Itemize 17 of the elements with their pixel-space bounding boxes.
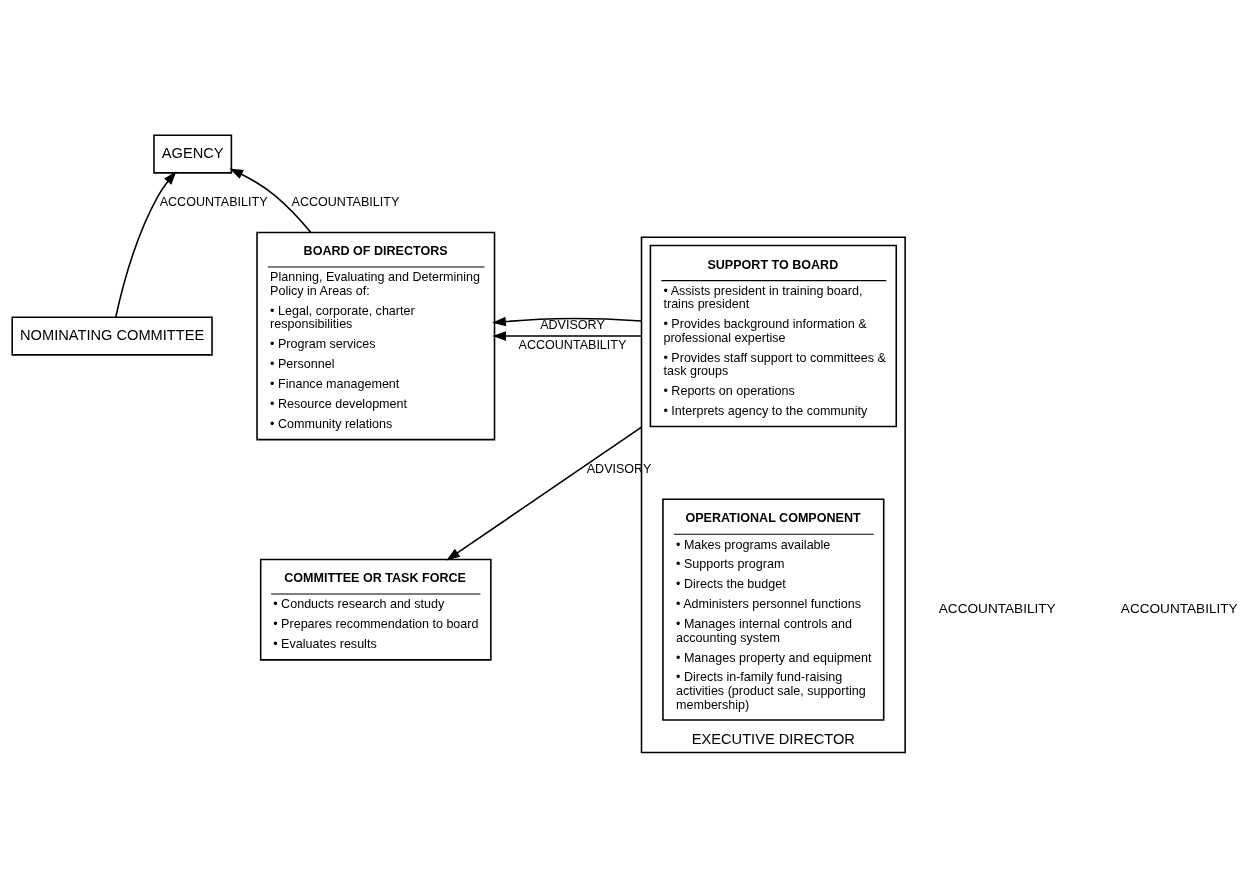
label: ACCOUNTABILITY — [938, 600, 1056, 616]
node-box: COMMITTEE OR TASK FORCE • Conducts research and study • Prepares recommendation to board • Evaluates results — [259, 558, 492, 661]
edge-label: ACCOUNTABILITY — [518, 337, 627, 352]
node-box: NOMINATING COMMITTEE — [11, 315, 213, 356]
edge-label: ACCOUNTABILITY — [291, 194, 400, 209]
label: ACCOUNTABILITY — [1120, 600, 1238, 616]
arrow — [446, 425, 643, 560]
node-box: SUPPORT TO BOARD • Assists president in training board, trains president • Provides background information & professional expertise • Provides staff support to committees & task groups • Reports on operations • Interprets agency to the community — [649, 244, 898, 427]
arrow — [492, 330, 643, 341]
edge-label: ADVISORY — [540, 317, 605, 332]
node-box: BOARD OF DIRECTORS Planning, Evaluating and Determining Policy in Areas of: • Legal, corporate, charter responsibilities • Program services • Personnel • Finance management • Resource development • Community relations — [256, 231, 496, 440]
edge-label: ACCOUNTABILITY — [159, 194, 268, 209]
arrow — [229, 168, 312, 233]
node-box: AGENCY — [153, 133, 233, 174]
arrow — [492, 316, 643, 326]
arrow — [115, 170, 177, 318]
node-box: OPERATIONAL COMPONENT • Makes programs available • Supports program • Directs the budget • Administers personnel functions • Manages internal controls and accounting system • Manages property and equipment • Directs in-family fund-raising activities (product sale, supporting membership) — [662, 497, 885, 721]
